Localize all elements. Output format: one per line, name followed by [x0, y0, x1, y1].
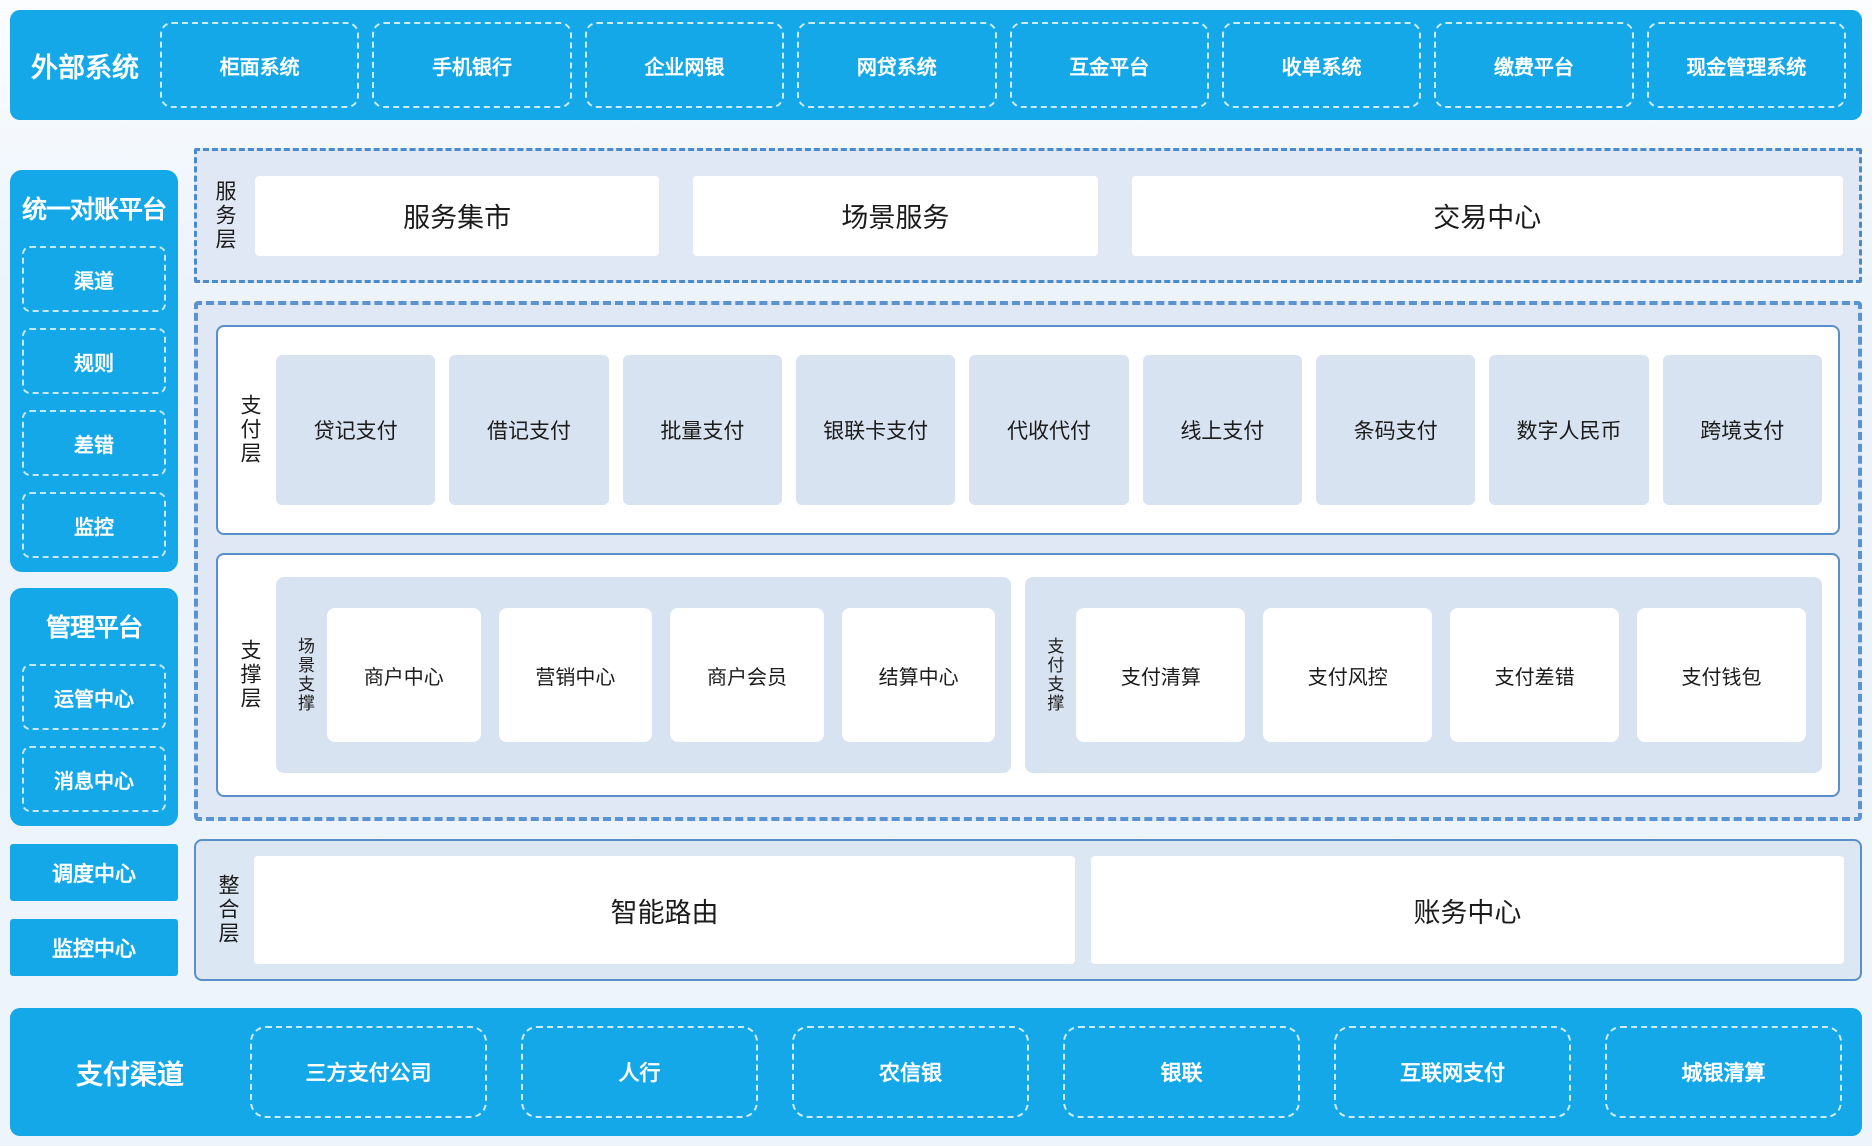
- payment-node: 条码支付: [1315, 355, 1476, 505]
- payment-channel-node: 城银清算: [1605, 1026, 1842, 1118]
- integration-node: 账务中心: [1090, 856, 1844, 964]
- reconciliation-platform-title: 统一对账平台: [22, 196, 167, 224]
- payment-node: 数字人民币: [1489, 355, 1649, 505]
- integration-layer: 整合层 智能路由账务中心: [194, 839, 1862, 981]
- reconciliation-node: 监控: [22, 492, 167, 558]
- scene-support-list: 商户中心营销中心商户会员结算中心: [327, 608, 996, 742]
- external-system-node: 收单系统: [1221, 22, 1422, 108]
- management-platform-title: 管理平台: [46, 614, 143, 642]
- payment-node: 银联卡支付: [796, 355, 956, 505]
- service-node: 场景服务: [693, 175, 1098, 256]
- reconciliation-platform-block: 统一对账平台 渠道规则差错监控: [10, 170, 179, 572]
- service-node: 服务集市: [255, 175, 660, 256]
- core-layers-group: 支付层 贷记支付借记支付批量支付银联卡支付代收代付线上支付条码支付数字人民币跨境…: [194, 301, 1862, 821]
- external-system-node: 网贷系统: [797, 22, 997, 108]
- management-node: 运管中心: [22, 664, 167, 730]
- external-system-node: 企业网银: [584, 22, 785, 108]
- payment-channels-label: 支付渠道: [76, 1059, 184, 1090]
- management-platform-list: 运管中心消息中心: [22, 664, 167, 812]
- support-layer-panels: 场景支撑 商户中心营销中心商户会员结算中心 支付支撑 支付清算支付风控支付差错支…: [276, 577, 1822, 773]
- payment-node: 批量支付: [622, 355, 782, 505]
- external-systems-bar: 外部系统 柜面系统手机银行企业网银网贷系统互金平台收单系统缴费平台现金管理系统: [10, 10, 1862, 120]
- sidebar-center-node: 监控中心: [10, 919, 179, 976]
- reconciliation-platform-list: 渠道规则差错监控: [22, 246, 167, 558]
- payment-support-node: 支付风控: [1263, 608, 1433, 742]
- integration-layer-list: 智能路由账务中心: [254, 856, 1844, 964]
- sidebar-center-node: 调度中心: [10, 844, 179, 901]
- payment-channels-bar: 支付渠道 三方支付公司人行农信银银联互联网支付城银清算: [10, 1008, 1862, 1136]
- payment-support-node: 支付差错: [1450, 608, 1620, 742]
- payment-layer: 支付层 贷记支付借记支付批量支付银联卡支付代收代付线上支付条码支付数字人民币跨境…: [216, 325, 1840, 535]
- external-systems-label: 外部系统: [31, 52, 139, 83]
- external-system-node: 互金平台: [1009, 22, 1209, 108]
- scene-support-label: 场景支撑: [295, 637, 315, 713]
- payment-channel-node: 三方支付公司: [250, 1026, 487, 1118]
- payment-support-list: 支付清算支付风控支付差错支付钱包: [1076, 608, 1806, 742]
- payment-layer-label: 支付层: [238, 394, 262, 466]
- external-system-node: 手机银行: [372, 22, 572, 108]
- payment-channels-list: 三方支付公司人行农信银银联互联网支付城银清算: [250, 1026, 1862, 1118]
- external-system-node: 柜面系统: [160, 22, 360, 108]
- payment-channel-node: 银联: [1063, 1026, 1300, 1118]
- payment-support-node: 支付钱包: [1637, 608, 1806, 742]
- payment-channel-node: 人行: [521, 1026, 758, 1118]
- payment-node: 借记支付: [449, 355, 609, 505]
- integration-layer-label: 整合层: [216, 874, 240, 946]
- support-layer-label: 支撑层: [238, 639, 262, 711]
- scene-support-node: 结算中心: [841, 608, 996, 742]
- service-layer: 服务层 服务集市场景服务交易中心: [194, 148, 1862, 283]
- reconciliation-node: 规则: [22, 328, 167, 394]
- management-node: 消息中心: [22, 746, 167, 812]
- payment-node: 跨境支付: [1662, 355, 1822, 505]
- scene-support-node: 商户中心: [327, 608, 481, 742]
- main-layers-column: 服务层 服务集市场景服务交易中心 支付层 贷记支付借记支付批量支付银联卡支付代收…: [194, 148, 1862, 981]
- service-layer-list: 服务集市场景服务交易中心: [255, 175, 1843, 256]
- middle-section: 统一对账平台 渠道规则差错监控 管理平台 运管中心消息中心 调度中心监控中心 服…: [10, 148, 1862, 981]
- service-node: 交易中心: [1131, 175, 1843, 256]
- payment-support-node: 支付清算: [1076, 608, 1246, 742]
- support-layer: 支撑层 场景支撑 商户中心营销中心商户会员结算中心 支付支撑 支付清算支付风控支…: [216, 553, 1840, 797]
- management-platform-block: 管理平台 运管中心消息中心: [10, 588, 179, 826]
- reconciliation-node: 差错: [22, 410, 167, 476]
- payment-support-group: 支付支撑 支付清算支付风控支付差错支付钱包: [1025, 577, 1822, 773]
- integration-node: 智能路由: [254, 856, 1075, 964]
- reconciliation-node: 渠道: [22, 246, 167, 312]
- payment-channel-node: 互联网支付: [1334, 1026, 1571, 1118]
- payment-layer-list: 贷记支付借记支付批量支付银联卡支付代收代付线上支付条码支付数字人民币跨境支付: [276, 355, 1822, 505]
- external-systems-list: 柜面系统手机银行企业网银网贷系统互金平台收单系统缴费平台现金管理系统: [160, 22, 1862, 108]
- scene-support-node: 营销中心: [498, 608, 653, 742]
- sidebar-center-buttons: 调度中心监控中心: [10, 844, 179, 976]
- payment-support-label: 支付支撑: [1044, 637, 1064, 713]
- external-system-node: 现金管理系统: [1646, 22, 1846, 108]
- scene-support-group: 场景支撑 商户中心营销中心商户会员结算中心: [276, 577, 1012, 773]
- payment-node: 线上支付: [1142, 355, 1302, 505]
- service-layer-label: 服务层: [213, 179, 237, 252]
- payment-node: 贷记支付: [276, 355, 436, 505]
- payment-channel-node: 农信银: [792, 1026, 1029, 1118]
- payment-node: 代收代付: [969, 355, 1129, 505]
- external-system-node: 缴费平台: [1434, 22, 1634, 108]
- left-sidebar: 统一对账平台 渠道规则差错监控 管理平台 运管中心消息中心 调度中心监控中心: [10, 148, 179, 981]
- scene-support-node: 商户会员: [670, 608, 824, 742]
